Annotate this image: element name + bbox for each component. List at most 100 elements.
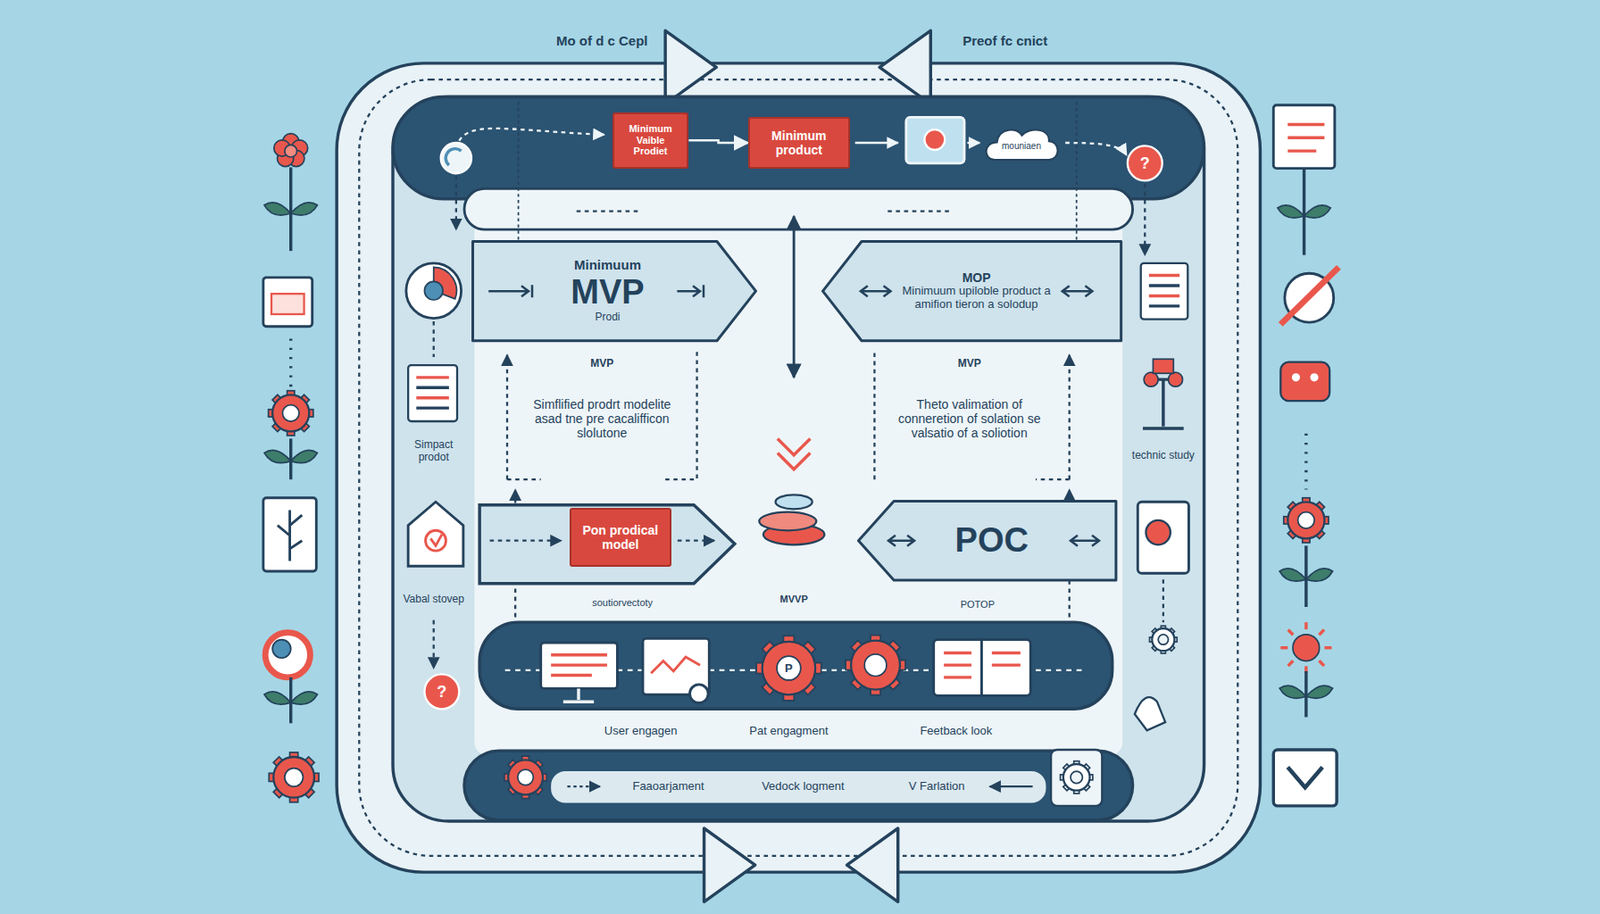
circle-icon-arc [445, 149, 461, 167]
robot-eye [1309, 373, 1318, 382]
heading-label: Preof fc cnict [962, 33, 1048, 49]
document-line [416, 396, 450, 400]
side-label: Vabal stovep [401, 593, 466, 607]
leaf [1279, 685, 1307, 699]
dashed-arrow [1143, 183, 1146, 256]
check-mark [1287, 766, 1323, 788]
arrow [855, 141, 899, 144]
dashed-arrow [490, 540, 562, 542]
dashed-arrow [433, 620, 435, 669]
big-title: MVP [570, 273, 644, 313]
gear-hub [776, 656, 801, 681]
down-chevron [777, 438, 811, 469]
sun-ray [1324, 646, 1332, 650]
leaf [1306, 568, 1334, 582]
document-line [1149, 283, 1180, 287]
circle-icon [441, 142, 472, 174]
document-line [1149, 274, 1180, 277]
sun-ray [1304, 622, 1308, 630]
light-strip [464, 188, 1134, 230]
gear-body [762, 641, 816, 695]
dashed-rule [433, 321, 435, 358]
loop-arrowhead [847, 828, 899, 902]
dotted-line [1304, 433, 1308, 491]
gear-body [272, 394, 309, 432]
sun-ray [1318, 660, 1325, 667]
robot-joint [1168, 372, 1184, 387]
side-label: Simpact prodot [401, 439, 466, 465]
box-label: Minimum Vaible Prodiet [619, 123, 683, 158]
folder-icon [263, 277, 313, 327]
pencil-icon [1280, 266, 1339, 325]
badge-symbol: P [784, 661, 793, 675]
gear-hub [1158, 634, 1168, 645]
heading: MOP [962, 270, 992, 285]
calendar-mark [1145, 520, 1170, 545]
monitor-icon [906, 116, 965, 163]
dashed-loop [358, 79, 1238, 857]
inline-arrow [1062, 285, 1093, 297]
gear-card [1050, 750, 1102, 807]
arrow [990, 785, 1034, 788]
block-heading: MVP [590, 358, 614, 371]
tree-box [263, 498, 317, 572]
bottom-strip [464, 750, 1134, 821]
chart-circle [406, 263, 462, 319]
dotted-rule [887, 209, 950, 212]
guide-line [517, 101, 520, 240]
monitor-stand [563, 688, 594, 702]
arrow [966, 141, 980, 144]
mop-pentagon: MOPMinimuum upiloble product a amifion t… [821, 240, 1123, 342]
inline-arrow [888, 535, 915, 547]
bracket-line [506, 355, 509, 480]
document-line [416, 375, 450, 379]
gear-body [1287, 501, 1325, 539]
red-box: Pon prodical model [569, 508, 672, 567]
big-title: POC [955, 521, 1029, 561]
stem [1302, 168, 1306, 256]
strip-label: Vedock logment [761, 780, 845, 794]
document-line [1149, 304, 1180, 308]
inline-arrow [860, 285, 892, 297]
pentagon-shape [479, 505, 735, 584]
icon-caption: User engagen [604, 725, 678, 739]
document-icon [1141, 263, 1189, 320]
gear-hub [1298, 512, 1316, 530]
monitor-lines [550, 655, 608, 676]
cloud-shape: mouniaen [983, 126, 1061, 162]
book-lines [943, 652, 1021, 677]
gear-hub [282, 405, 300, 423]
dashed-arrow [455, 175, 458, 231]
leaf [1306, 685, 1334, 699]
checkbox-icon [1273, 750, 1337, 807]
leaf [1277, 205, 1305, 218]
dashed-arrow [566, 785, 600, 788]
guide-line [1075, 101, 1078, 240]
strip-label: Faaoarjament [632, 780, 704, 794]
pentagon-outline [858, 501, 1117, 581]
folder-inner [271, 293, 305, 315]
body-text: Minimuum upiloble product a amifion tier… [897, 284, 1056, 312]
status-dot [690, 684, 709, 704]
sun-ray [1318, 630, 1325, 636]
leaf [1304, 205, 1332, 218]
chart-center [424, 281, 443, 300]
gear-hub [284, 768, 304, 788]
robot-eye [1291, 373, 1300, 382]
subtitle: Prodi [594, 311, 620, 325]
book-icon [933, 640, 1032, 697]
inline-arrow [676, 284, 704, 298]
leaf [291, 691, 318, 705]
caption-label: soutiorvectoty [591, 597, 653, 609]
bracket-line [1035, 478, 1070, 481]
clipboard-lines [1287, 124, 1325, 151]
coin [775, 494, 813, 509]
dashed-arrow [458, 128, 604, 142]
monitor-icon [541, 642, 618, 689]
bracket-line [1068, 355, 1071, 480]
block-text: Simflified prodrt modelite asad tne pre … [520, 396, 684, 440]
house-icon [408, 501, 464, 567]
stem [289, 166, 292, 251]
check-mark [430, 534, 442, 547]
